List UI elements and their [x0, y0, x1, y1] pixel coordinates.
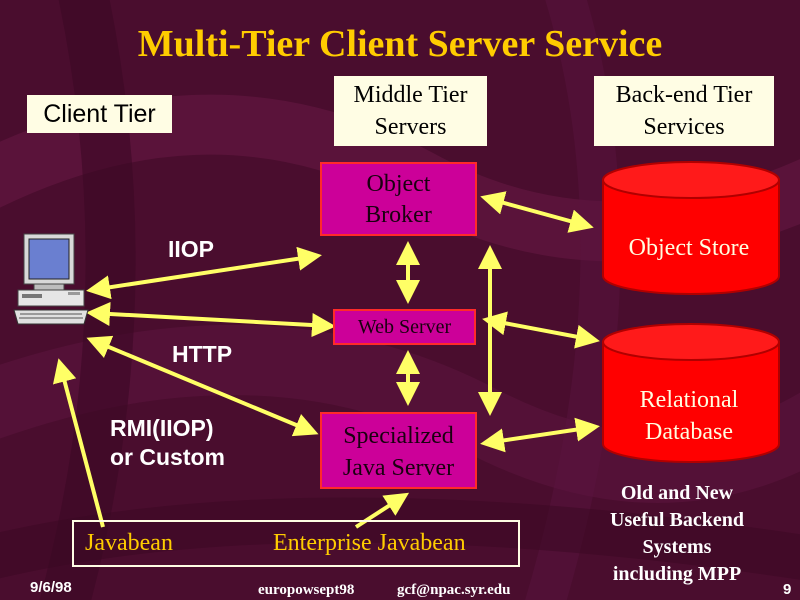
- computer-icon: [13, 233, 89, 325]
- broker-line2: Broker: [365, 202, 432, 228]
- bean-frame: [72, 520, 520, 567]
- specialized-java-server-box: Specialized Java Server: [320, 412, 477, 489]
- http-arrow: [86, 301, 336, 338]
- rmi-line1: RMI(IIOP): [110, 415, 214, 441]
- note-line3: Systems: [642, 536, 712, 558]
- client-tier-label: Client Tier: [27, 95, 172, 133]
- backend-tier-line2: Services: [643, 114, 725, 140]
- reldb-line1: Relational: [639, 387, 739, 413]
- backend-note: Old and New Useful Backend Systems inclu…: [592, 480, 762, 588]
- reldb-line2: Database: [645, 419, 733, 445]
- footer-email: gcf@npac.syr.edu: [397, 582, 511, 598]
- backend-tier-line1: Back-end Tier: [615, 82, 753, 108]
- object-store-cylinder: [602, 161, 780, 295]
- slide-title: Multi-Tier Client Server Service: [137, 23, 663, 65]
- http-label: HTTP: [172, 341, 233, 367]
- middle-tier-label: Middle Tier Servers: [334, 76, 487, 146]
- middle-tier-line1: Middle Tier: [353, 82, 468, 108]
- rmi-arrow: [86, 335, 319, 437]
- webserver-reldb-arrow: [482, 311, 600, 349]
- middle-tier-line2: Servers: [374, 114, 447, 140]
- note-line2: Useful Backend: [610, 509, 744, 531]
- relational-database-cylinder: [602, 323, 780, 463]
- specialized-line2: Java Server: [342, 455, 455, 481]
- note-line4: including MPP: [612, 563, 742, 585]
- iiop-arrow: [86, 246, 322, 300]
- javabean-label: Javabean: [85, 530, 173, 556]
- object-store-label: Object Store: [628, 235, 750, 261]
- iiop-label: IIOP: [168, 236, 215, 262]
- page-number: 9: [783, 581, 792, 598]
- specialized-line1: Specialized: [343, 423, 454, 449]
- broker-line1: Object: [366, 171, 431, 197]
- rmi-label: RMI(IIOP) or Custom: [110, 414, 225, 472]
- enterprise-javabean-label: Enterprise Javabean: [273, 530, 466, 556]
- backend-tier-label: Back-end Tier Services: [594, 76, 774, 146]
- footer-date: 9/6/98: [30, 579, 72, 596]
- relational-database-label: Relational Database: [604, 384, 774, 448]
- javabean-arrow: [52, 358, 105, 528]
- object-broker-box: Object Broker: [320, 162, 477, 236]
- specialized-reldb-arrow: [480, 417, 600, 453]
- rmi-line2: or Custom: [110, 444, 225, 470]
- web-server-box: Web Server: [333, 309, 476, 345]
- footer-code: europowsept98: [258, 582, 355, 598]
- broker-objstore-arrow: [480, 191, 594, 233]
- note-line1: Old and New: [620, 482, 734, 504]
